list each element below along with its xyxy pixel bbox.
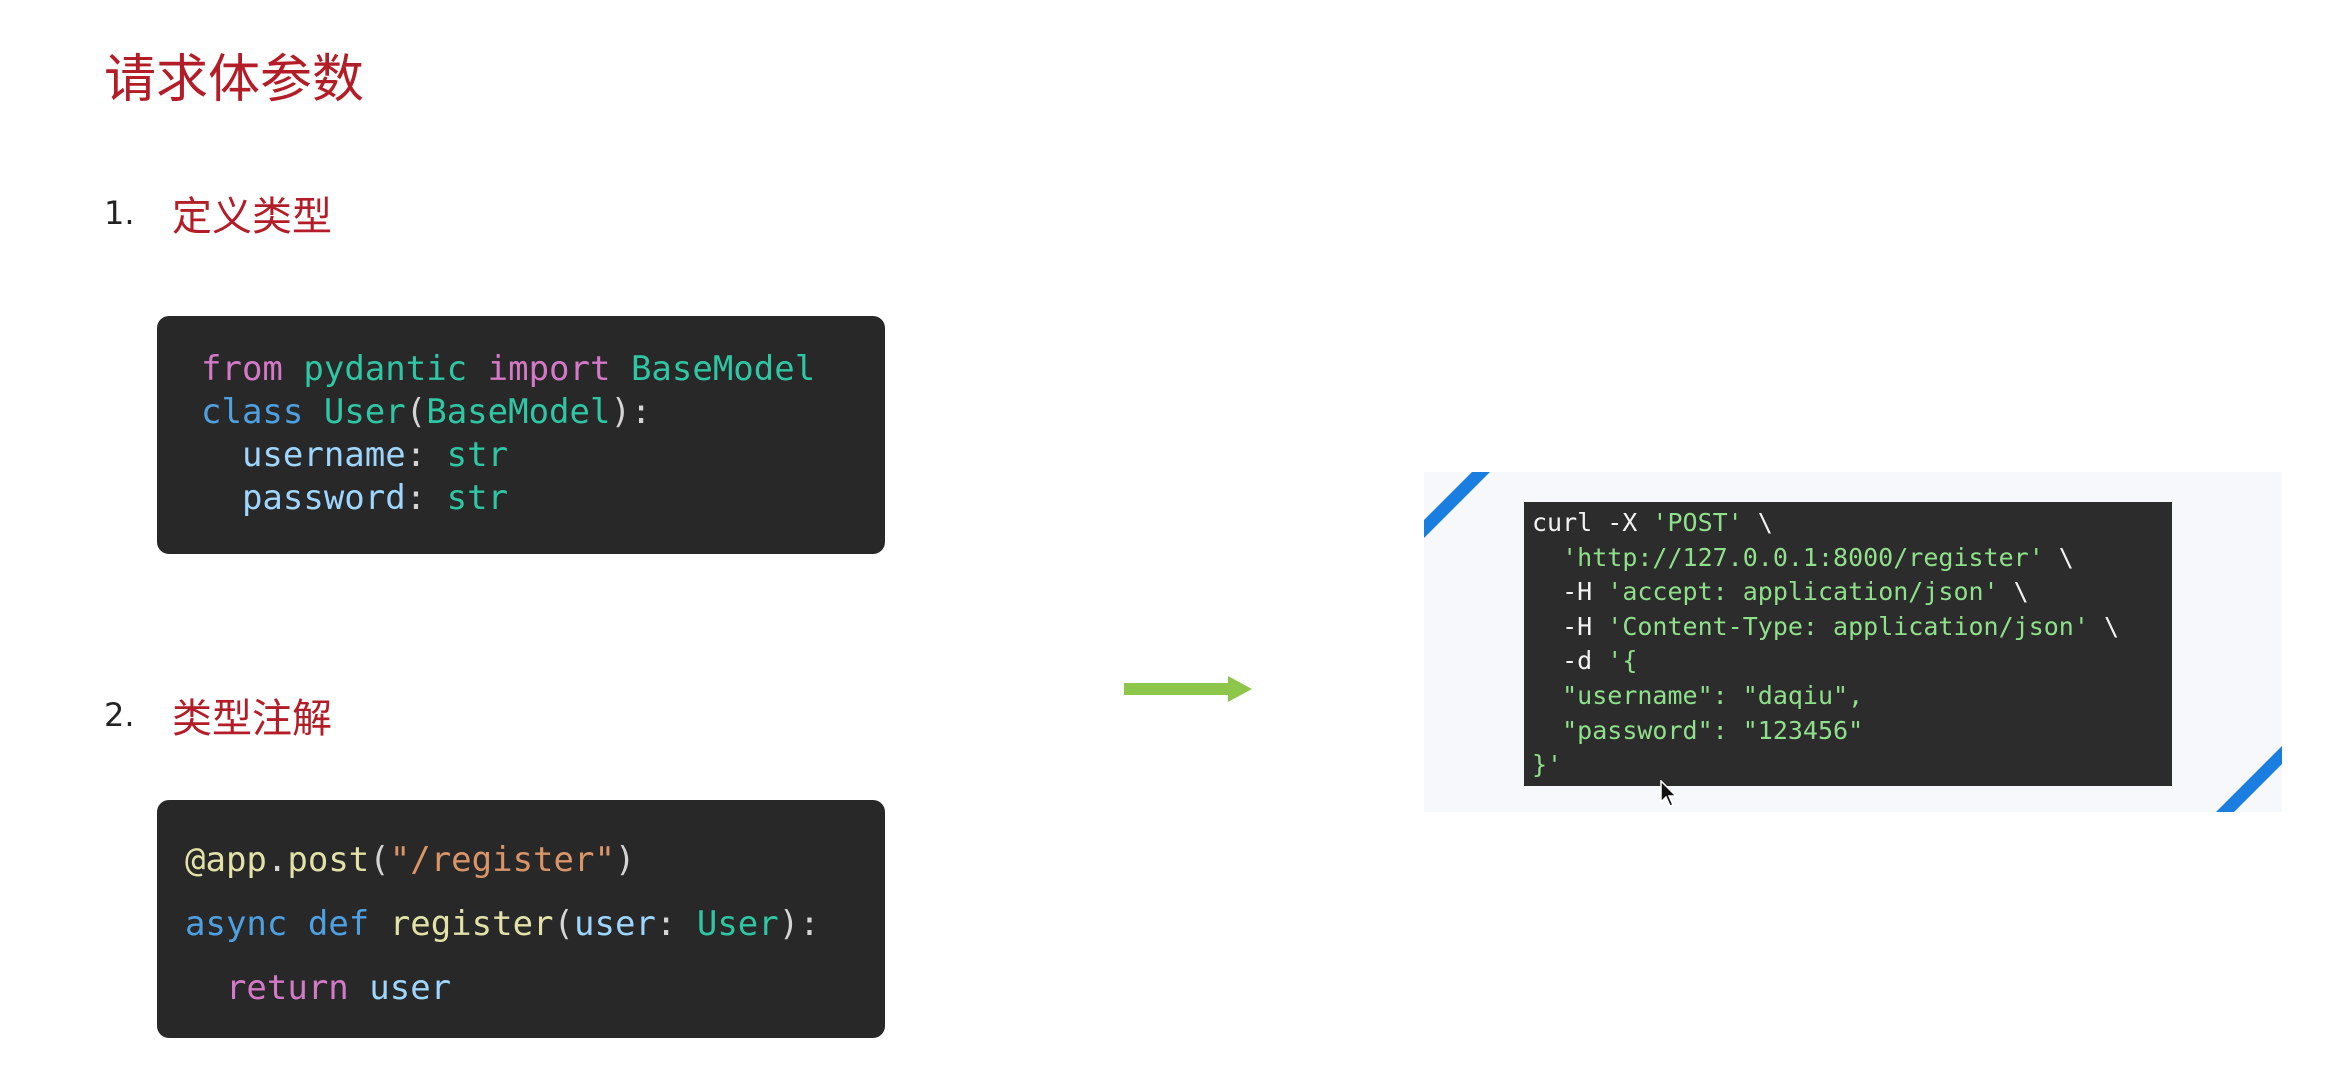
code-token: register — [389, 904, 554, 944]
code-token: "/register" — [389, 840, 615, 880]
terminal-text: -H — [1532, 577, 1608, 607]
code-indent — [201, 435, 242, 475]
code-token: : — [405, 435, 447, 475]
code-token: ): — [610, 392, 652, 432]
code-token: pydantic — [303, 349, 468, 389]
terminal-line: "password": "123456" — [1532, 714, 2172, 749]
code-token: BaseModel — [426, 392, 611, 432]
terminal-text: \ — [1742, 508, 1773, 537]
code-token: ( — [405, 392, 427, 432]
slide-title: 请求体参数 — [104, 50, 365, 110]
corner-accent-icon — [1424, 472, 1490, 538]
terminal-text: 'accept: application/json' — [1607, 577, 1999, 607]
terminal-line: -H 'accept: application/json' \ — [1532, 575, 2172, 610]
code-line: class User(BaseModel): — [201, 391, 885, 434]
code-token: ) — [614, 840, 636, 880]
code-indent — [185, 968, 226, 1008]
code-token: @app — [185, 840, 267, 880]
step-1: 1. 定义类型 — [104, 184, 332, 242]
terminal-text: 'http://127.0.0.1:8000/register' — [1562, 542, 2044, 572]
terminal-text: "username": "daqiu", — [1562, 680, 1864, 710]
terminal-text: -d — [1532, 646, 1608, 676]
terminal-text: 'POST' — [1652, 508, 1743, 537]
code-line: password: str — [201, 477, 885, 520]
terminal-line: "username": "daqiu", — [1532, 679, 2172, 714]
code-indent — [201, 478, 242, 518]
code-token: . — [266, 840, 288, 880]
code-block-type-annotation: @app.post("/register") async def registe… — [157, 800, 885, 1038]
mouse-cursor-icon — [1660, 780, 1678, 807]
code-token: user — [574, 904, 656, 944]
step-1-label: 定义类型 — [172, 194, 332, 240]
corner-accent-icon — [2216, 746, 2282, 812]
code-token: def — [307, 904, 370, 944]
code-token: password — [241, 478, 406, 518]
step-2-label: 类型注解 — [172, 696, 332, 742]
terminal-text: \ — [2088, 611, 2120, 641]
step-1-number: 1. — [104, 194, 135, 232]
code-token: return — [225, 968, 349, 1008]
step-2: 2. 类型注解 — [104, 686, 332, 744]
terminal-text — [1532, 543, 1562, 572]
code-token: class — [201, 392, 304, 432]
terminal-text — [1532, 681, 1562, 710]
curl-terminal: curl -X 'POST' \ 'http://127.0.0.1:8000/… — [1524, 502, 2172, 786]
terminal-text: \ — [1998, 577, 2029, 607]
terminal-text: 'Content-Type: application/json' — [1607, 611, 2089, 641]
terminal-line: -H 'Content-Type: application/json' \ — [1532, 610, 2172, 645]
code-token: User — [323, 392, 406, 432]
code-token: user — [369, 968, 452, 1008]
code-token: async — [185, 904, 288, 944]
right-arrow-icon — [1124, 676, 1252, 702]
code-token: import — [487, 349, 611, 389]
code-token: str — [446, 435, 509, 475]
terminal-line: curl -X 'POST' \ — [1532, 506, 2172, 541]
code-token: : — [405, 478, 447, 518]
code-token: User — [696, 904, 779, 944]
terminal-line: -d '{ — [1532, 644, 2172, 679]
code-token: ( — [553, 904, 574, 944]
code-token: : — [655, 904, 697, 944]
code-token: username — [241, 435, 406, 475]
terminal-text: }' — [1532, 750, 1563, 780]
code-token: post — [287, 840, 370, 880]
code-token: str — [446, 478, 509, 518]
code-token: ( — [369, 840, 390, 880]
code-token: BaseModel — [630, 349, 816, 389]
curl-screenshot: curl -X 'POST' \ 'http://127.0.0.1:8000/… — [1424, 472, 2282, 812]
code-line: username: str — [201, 434, 885, 477]
step-2-number: 2. — [104, 696, 135, 734]
code-token: from — [201, 349, 283, 389]
code-line: from pydantic import BaseModel — [201, 348, 885, 391]
terminal-text — [1532, 716, 1562, 745]
code-line: return user — [185, 956, 885, 1020]
code-token: ): — [778, 904, 820, 944]
code-block-define-type: from pydantic import BaseModel class Use… — [157, 316, 885, 554]
code-line: async def register(user: User): — [185, 892, 885, 956]
terminal-text: '{ — [1607, 646, 1638, 676]
terminal-text: curl -X — [1532, 508, 1653, 537]
terminal-line: }' — [1532, 748, 2172, 783]
terminal-text: "password": "123456" — [1562, 715, 1864, 745]
terminal-text: \ — [2043, 542, 2074, 572]
terminal-text: -H — [1532, 611, 1608, 641]
terminal-line: 'http://127.0.0.1:8000/register' \ — [1532, 541, 2172, 576]
code-line: @app.post("/register") — [185, 828, 885, 892]
